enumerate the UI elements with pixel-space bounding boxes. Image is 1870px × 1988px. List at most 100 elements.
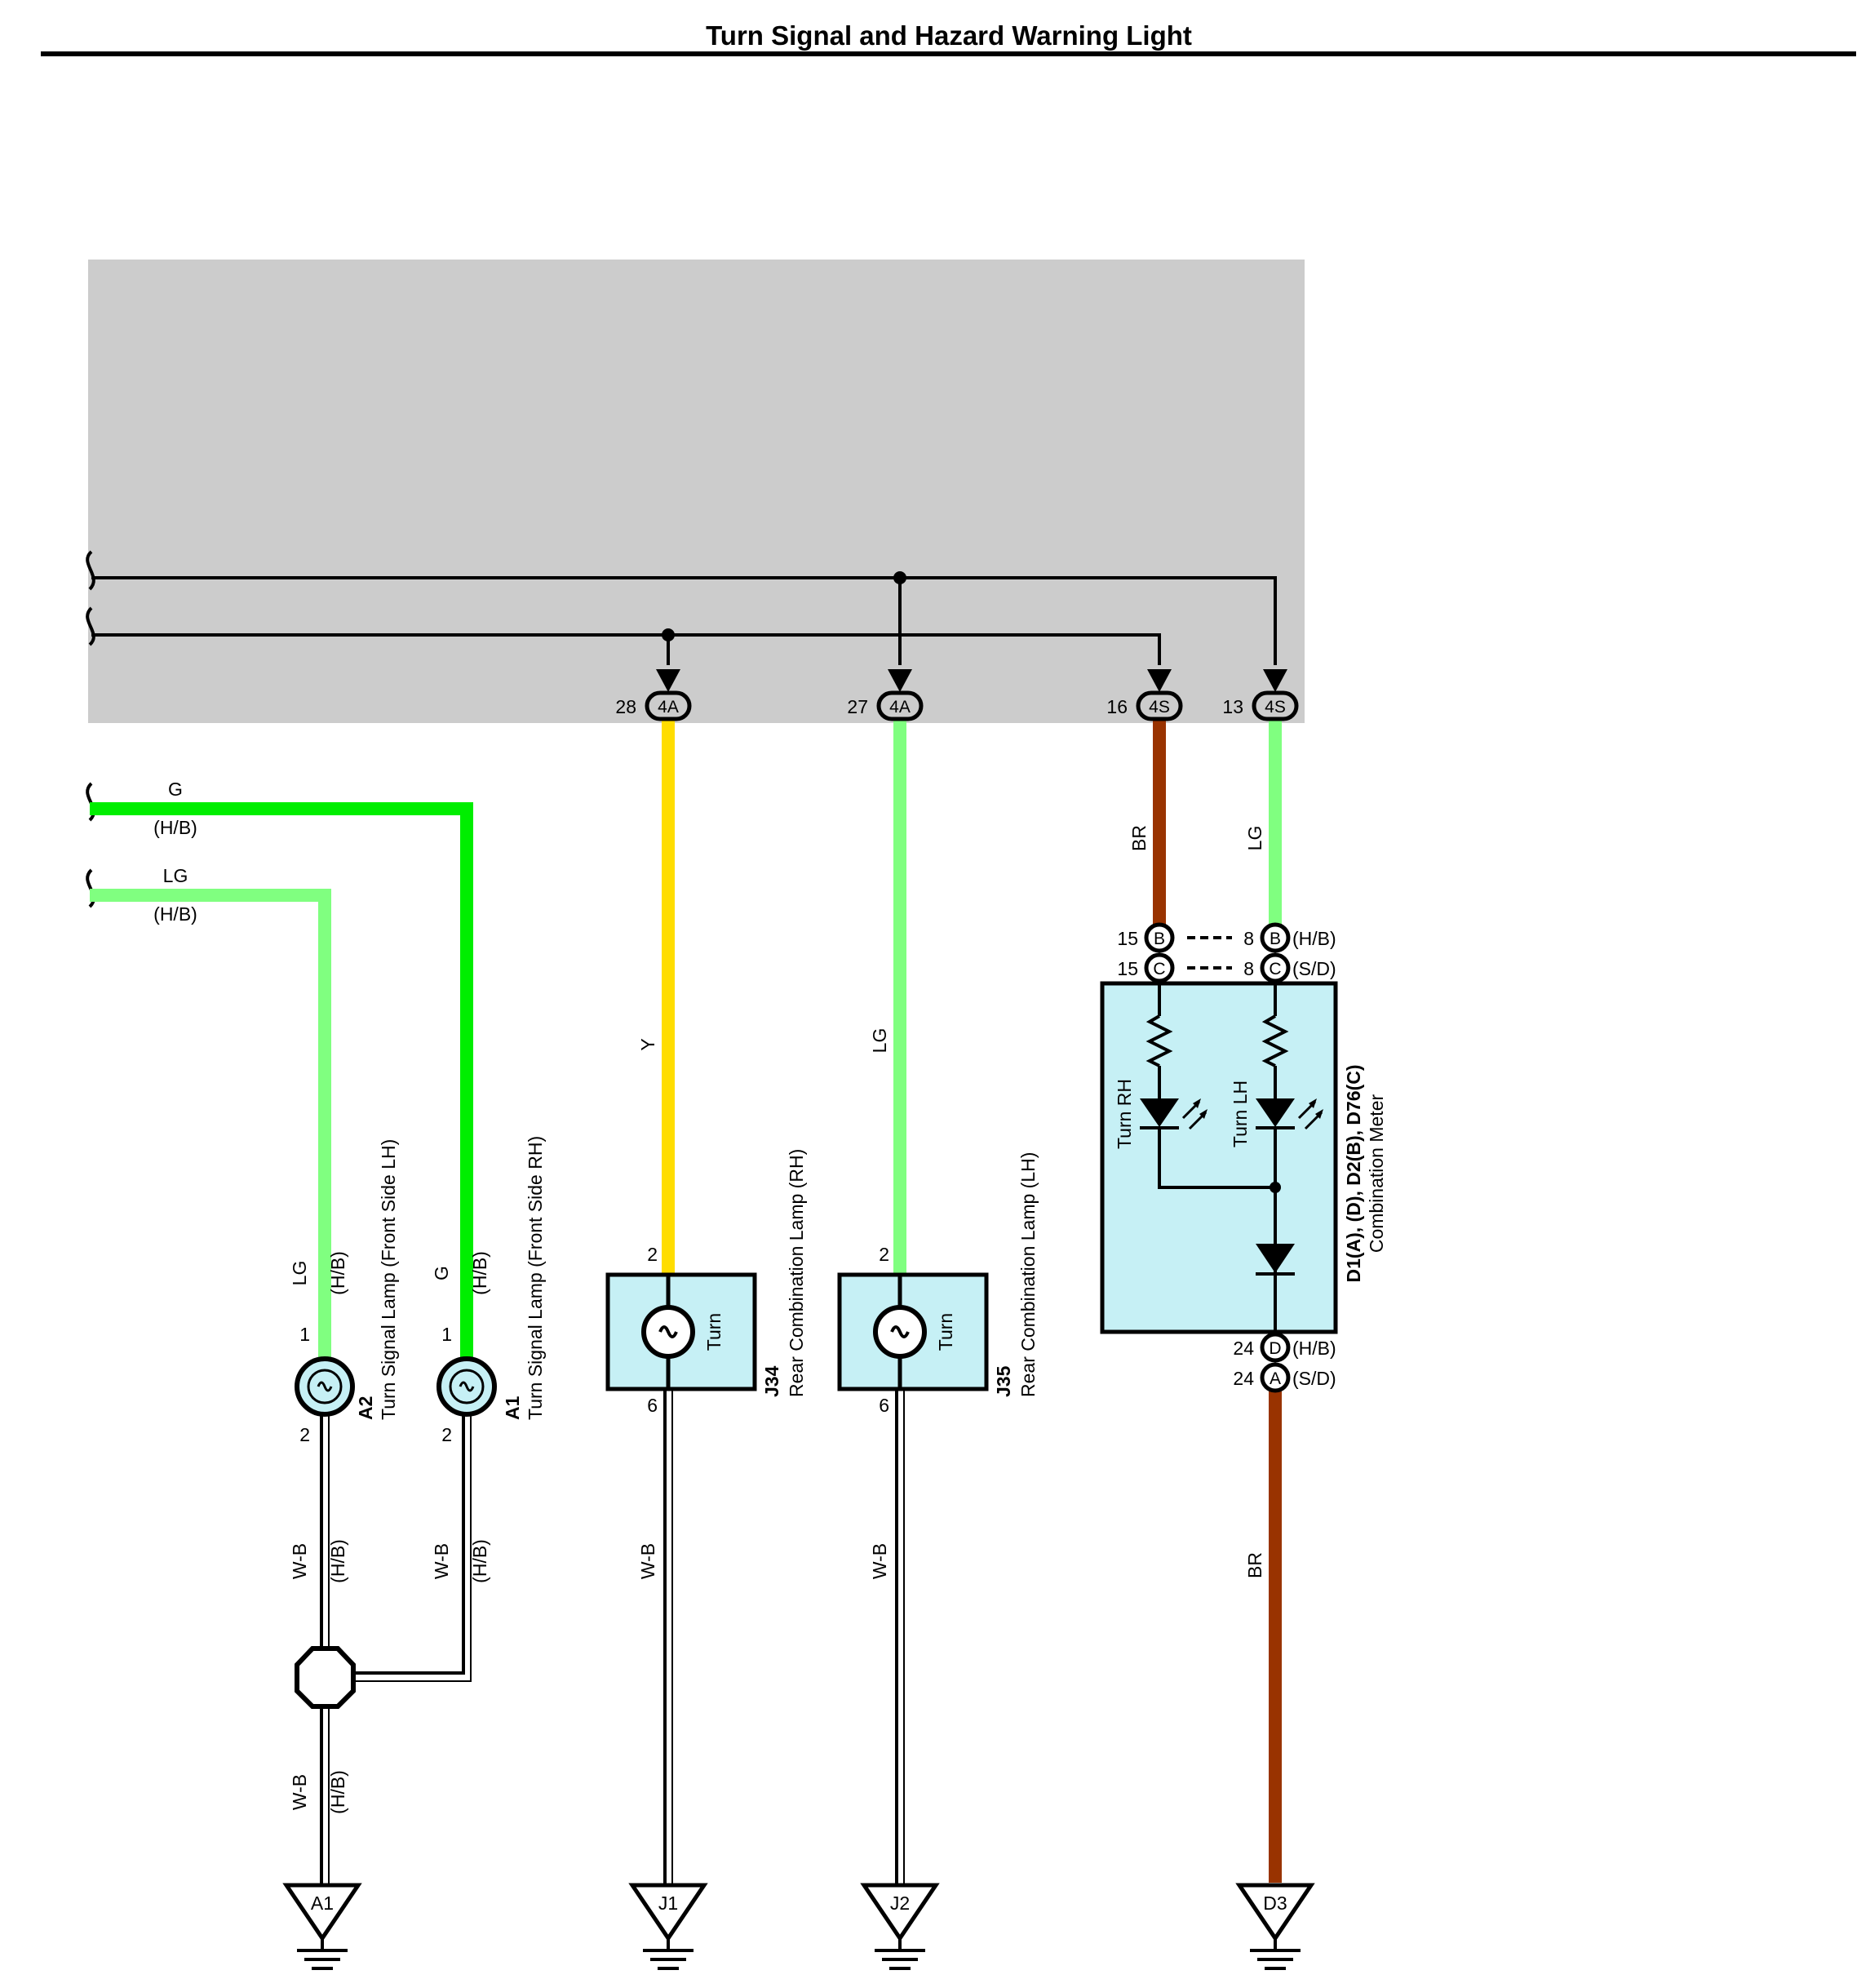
wire-color-label: LG [869, 1028, 890, 1054]
svg-text:J2: J2 [890, 1893, 910, 1914]
wire-color-label: W-B [289, 1543, 310, 1579]
svg-text:C: C [1269, 960, 1281, 978]
wire-color-label: W-B [289, 1774, 310, 1810]
turn-signal-module-box [88, 260, 1305, 723]
wire-variant-label: (H/B) [153, 817, 197, 838]
svg-text:28: 28 [615, 696, 636, 717]
meter-id-label: D1(A), (D), D2(B), D76(C) [1343, 1064, 1364, 1282]
svg-text:Turn: Turn [703, 1313, 725, 1351]
front-turn-lamp-rh: 1 2 A1 Turn Signal Lamp (Front Side RH) [436, 1136, 546, 1445]
svg-text:J35: J35 [993, 1365, 1014, 1397]
break-icon [86, 550, 95, 591]
wire-color-label: BR [1244, 1552, 1265, 1578]
svg-text:Turn: Turn [935, 1313, 956, 1351]
svg-text:Turn Signal Lamp (Front Side R: Turn Signal Lamp (Front Side RH) [525, 1136, 546, 1420]
svg-text:4S: 4S [1265, 698, 1286, 717]
resistor-icon [1145, 1014, 1173, 1067]
svg-text:24: 24 [1233, 1338, 1254, 1359]
svg-text:6: 6 [647, 1395, 658, 1416]
splice-icon [295, 1646, 356, 1709]
combination-meter: Turn RH Turn LH [1100, 981, 1338, 1334]
wire-color-label: G [431, 1266, 452, 1280]
wire-color-label: LG [289, 1261, 310, 1286]
svg-text:(H/B): (H/B) [1292, 1338, 1336, 1359]
break-icon [86, 606, 95, 646]
svg-text:C: C [1153, 960, 1165, 978]
turn-rh-label: Turn RH [1114, 1079, 1135, 1149]
svg-text:15: 15 [1117, 928, 1138, 949]
meter-connector-a: A 24 (S/D) [1233, 1362, 1336, 1393]
svg-text:4A: 4A [658, 698, 679, 717]
svg-text:8: 8 [1243, 928, 1254, 949]
svg-text:Rear Combination Lamp (LH): Rear Combination Lamp (LH) [1017, 1152, 1039, 1397]
ground-icon: J1 [628, 1883, 708, 1970]
svg-text:Turn Signal Lamp (Front Side L: Turn Signal Lamp (Front Side LH) [378, 1139, 399, 1420]
bulb-icon [873, 1275, 927, 1389]
wire-variant-label: (H/B) [469, 1539, 490, 1583]
bulb-icon [641, 1275, 695, 1389]
break-icon [86, 868, 95, 908]
module-pin-28: 4A 28 [615, 690, 692, 721]
wire-g-front-rh [90, 802, 473, 1361]
svg-text:16: 16 [1106, 696, 1128, 717]
wire-color-label: W-B [637, 1543, 658, 1579]
wire-w-b [320, 1389, 905, 1885]
svg-text:(S/D): (S/D) [1292, 958, 1336, 979]
wire-color-label: LG [163, 865, 188, 886]
wire-color-label: LG [1244, 826, 1265, 851]
meter-connector-d: D 24 (H/B) [1233, 1332, 1336, 1363]
svg-text:A: A [1270, 1369, 1281, 1388]
svg-text:8: 8 [1243, 958, 1254, 979]
junction-dot [662, 628, 675, 641]
svg-text:B: B [1270, 930, 1281, 948]
svg-text:13: 13 [1222, 696, 1243, 717]
svg-text:A1: A1 [311, 1893, 334, 1914]
svg-text:2: 2 [299, 1424, 310, 1445]
svg-text:2: 2 [879, 1244, 889, 1265]
module-pin-16: 4S 16 [1106, 690, 1183, 721]
diode-icon [1256, 1244, 1295, 1276]
ground-icon: A1 [282, 1883, 362, 1970]
internal-circuit-lower [91, 633, 1161, 665]
svg-text:27: 27 [847, 696, 868, 717]
junction-dot [1270, 1182, 1281, 1193]
svg-text:J1: J1 [658, 1893, 678, 1914]
wire-color-label: W-B [431, 1543, 452, 1579]
svg-text:B: B [1154, 930, 1165, 948]
wire-color-label: BR [1128, 825, 1150, 851]
svg-text:2: 2 [647, 1244, 658, 1265]
svg-text:A2: A2 [355, 1396, 376, 1420]
wire-lg-front-lh [90, 889, 331, 1361]
wire-variant-label: (H/B) [327, 1770, 348, 1814]
svg-text:J34: J34 [761, 1365, 782, 1397]
wire-variant-label: (H/B) [469, 1251, 490, 1295]
svg-text:4A: 4A [889, 698, 911, 717]
svg-text:Rear Combination Lamp (RH): Rear Combination Lamp (RH) [786, 1149, 807, 1397]
meter-connector-b: B 15 B 8 (H/B) [1117, 922, 1336, 953]
rear-combination-lamp-lh: Turn 2 6 J35 Rear Combination Lamp (LH) [837, 1152, 1039, 1416]
meter-connector-c: C 15 C 8 (S/D) [1117, 952, 1336, 983]
meter-name-label: Combination Meter [1366, 1094, 1387, 1254]
junction-dot [893, 571, 906, 584]
internal-circuit-upper [91, 576, 1277, 665]
svg-text:2: 2 [441, 1424, 452, 1445]
wire-variant-label: (H/B) [327, 1539, 348, 1583]
wire-variant-label: (H/B) [153, 903, 197, 925]
module-pin-13: 4S 13 [1222, 690, 1299, 721]
svg-text:15: 15 [1117, 958, 1138, 979]
wire-color-label: Y [637, 1038, 658, 1050]
wire-variant-label: (H/B) [327, 1251, 348, 1295]
svg-text:D: D [1269, 1339, 1281, 1358]
pin-arrow [656, 669, 1287, 692]
svg-text:6: 6 [879, 1395, 889, 1416]
module-pin-27: 4A 27 [847, 690, 924, 721]
rear-combination-lamp-rh: Turn 2 6 J34 Rear Combination Lamp (RH) [605, 1149, 807, 1416]
svg-text:4S: 4S [1149, 698, 1170, 717]
svg-text:1: 1 [441, 1324, 452, 1345]
break-icon [86, 782, 95, 822]
page-title: Turn Signal and Hazard Warning Light [706, 20, 1192, 51]
resistor-icon [1261, 1014, 1289, 1067]
ground-icon: J2 [860, 1883, 940, 1970]
ground-icon: D3 [1235, 1883, 1315, 1970]
